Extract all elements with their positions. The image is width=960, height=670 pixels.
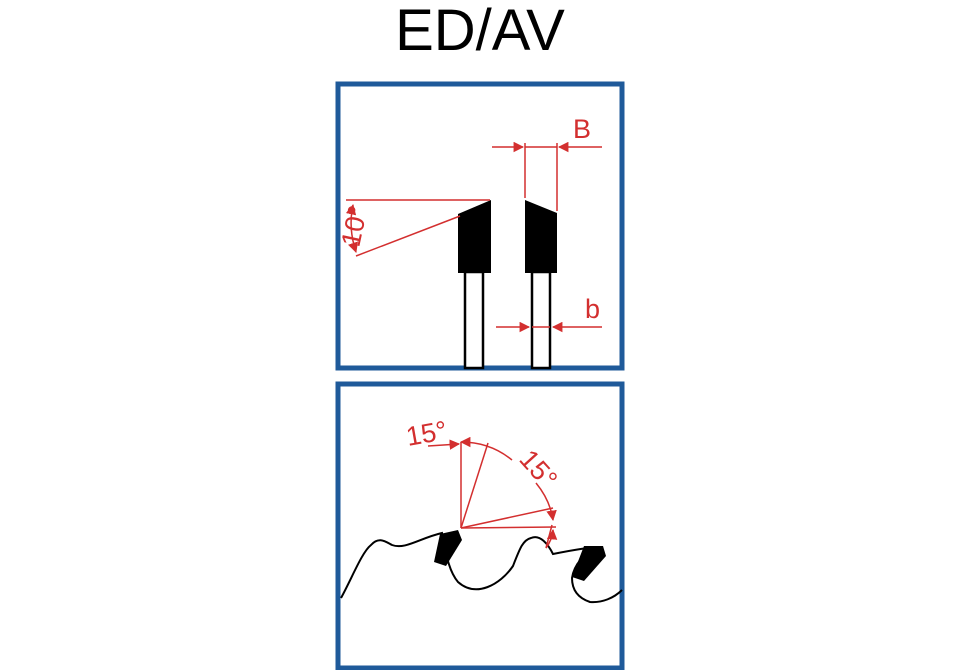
label-15-degrees-hook: 15°: [404, 415, 449, 452]
right-tooth-tip: [525, 200, 557, 273]
angle-construction: [427, 436, 558, 549]
right-blade-body: [530, 270, 552, 370]
left-tooth: [458, 200, 491, 370]
right-tooth: [525, 200, 557, 370]
tooth-tip-2: [572, 546, 606, 581]
left-tooth-tip: [458, 200, 491, 273]
angle-10-dimension: [345, 199, 490, 257]
tooth-profile-frame: [335, 381, 625, 670]
dimension-B: [492, 141, 602, 211]
side-view-panel: B b 10°: [335, 81, 625, 371]
left-blade-body: [463, 270, 485, 370]
tooth-tip-1: [434, 530, 462, 566]
label-b: b: [585, 294, 600, 324]
label-B: B: [573, 114, 591, 144]
page-title: ED/AV: [395, 0, 565, 63]
blade-profile-curve: [340, 531, 623, 604]
tooth-profile-panel: 15° 15°: [335, 381, 625, 670]
